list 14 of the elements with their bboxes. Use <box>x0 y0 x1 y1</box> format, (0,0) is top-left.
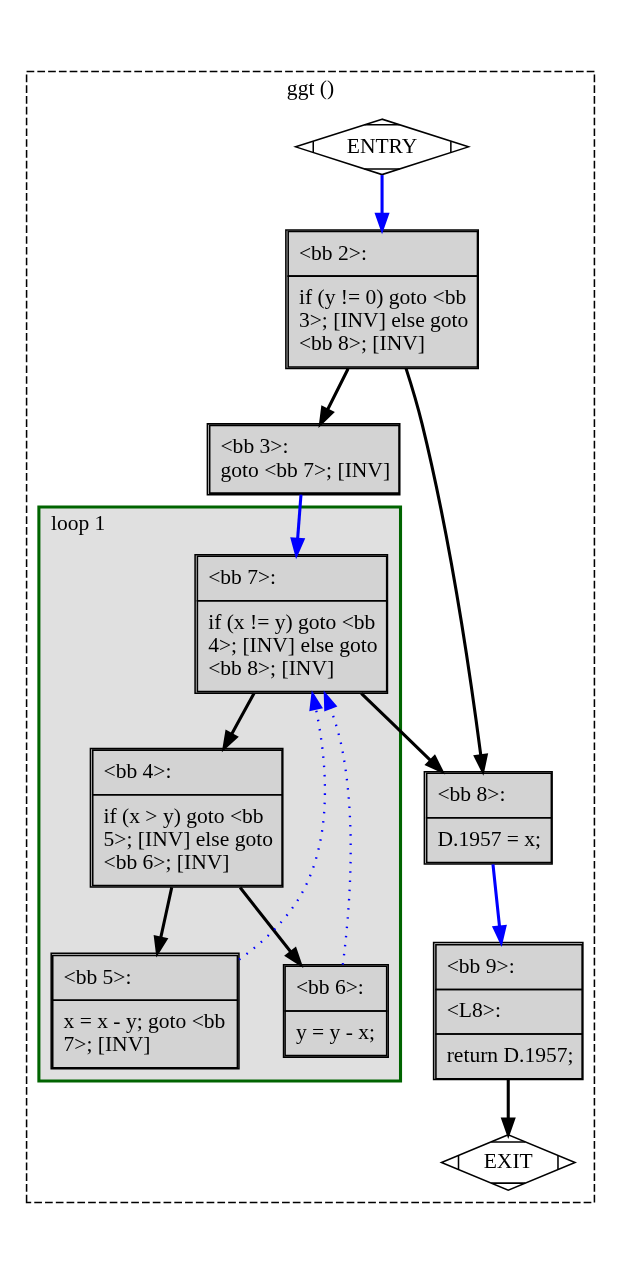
arrow <box>323 689 352 965</box>
arrow <box>491 863 507 947</box>
arrow <box>221 692 256 752</box>
arrow <box>404 367 489 776</box>
arrow <box>153 886 174 958</box>
arrow <box>238 886 304 968</box>
node-diamond: EXIT <box>439 1133 578 1191</box>
arrow <box>360 691 446 775</box>
arrow <box>318 367 350 428</box>
arrow <box>290 494 306 559</box>
arrow <box>500 1079 516 1139</box>
node-diamond: ENTRY <box>293 117 471 175</box>
arrow <box>374 174 390 234</box>
arrow <box>238 689 326 960</box>
